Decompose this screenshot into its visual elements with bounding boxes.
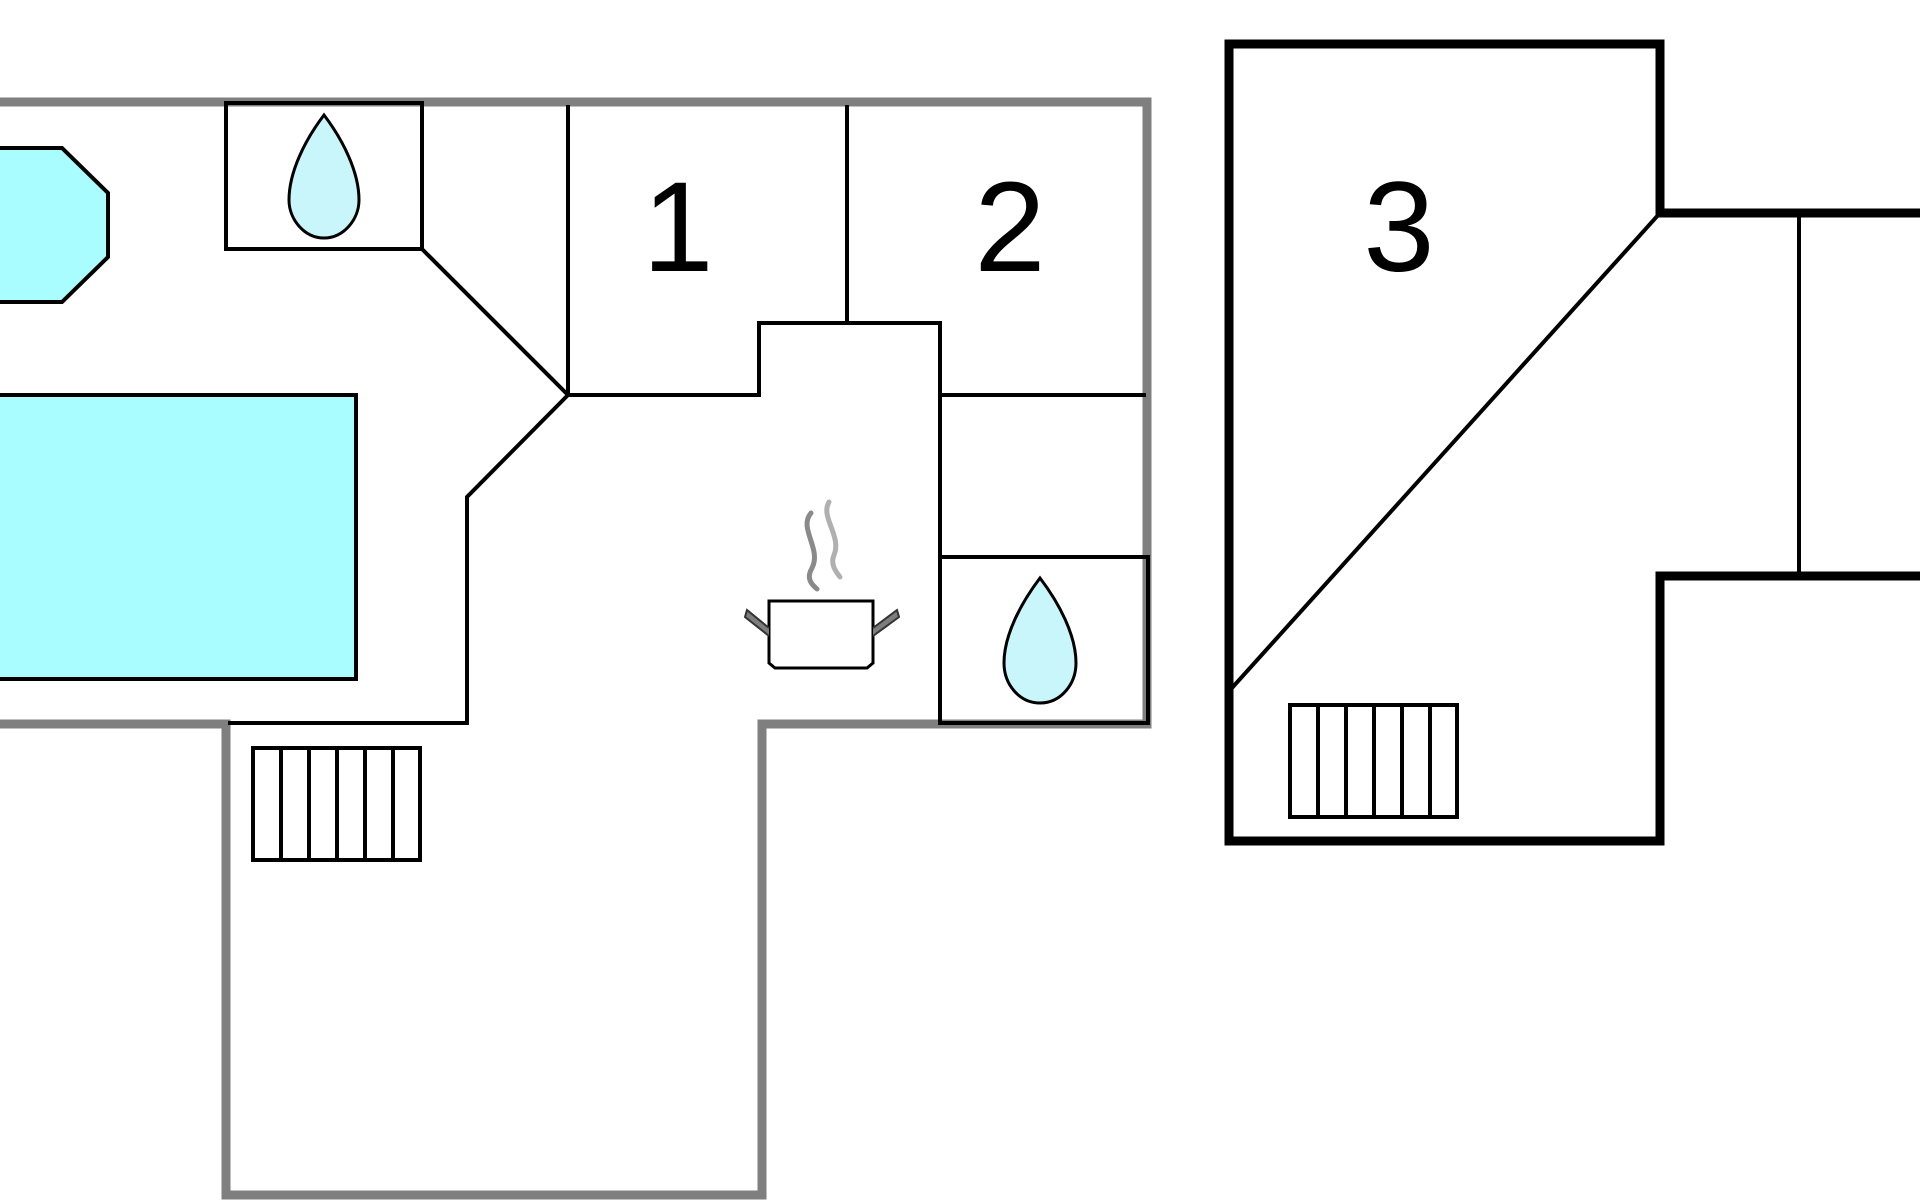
wall-diagonal-upper <box>420 247 570 397</box>
wall-room-1-bottom <box>568 321 942 723</box>
bathroom-2 <box>938 555 1150 725</box>
outer-wall-annex <box>1224 39 1920 846</box>
room-3-label: 3 <box>1363 156 1434 299</box>
cooking-pot-icon <box>743 499 901 670</box>
hot-tub <box>0 146 110 304</box>
water-drop-icon <box>287 112 361 240</box>
outer-wall-main <box>0 97 1152 1200</box>
pool <box>0 393 358 681</box>
bathroom-1 <box>224 101 424 251</box>
room-1-label: 1 <box>642 156 713 299</box>
stairs-icon <box>1288 703 1459 819</box>
water-drop-icon <box>1002 575 1078 705</box>
wall-annex-diagonal <box>1229 211 1662 691</box>
stairs-icon <box>251 746 422 862</box>
wall-hall <box>228 393 570 725</box>
room-2-label: 2 <box>974 156 1045 299</box>
